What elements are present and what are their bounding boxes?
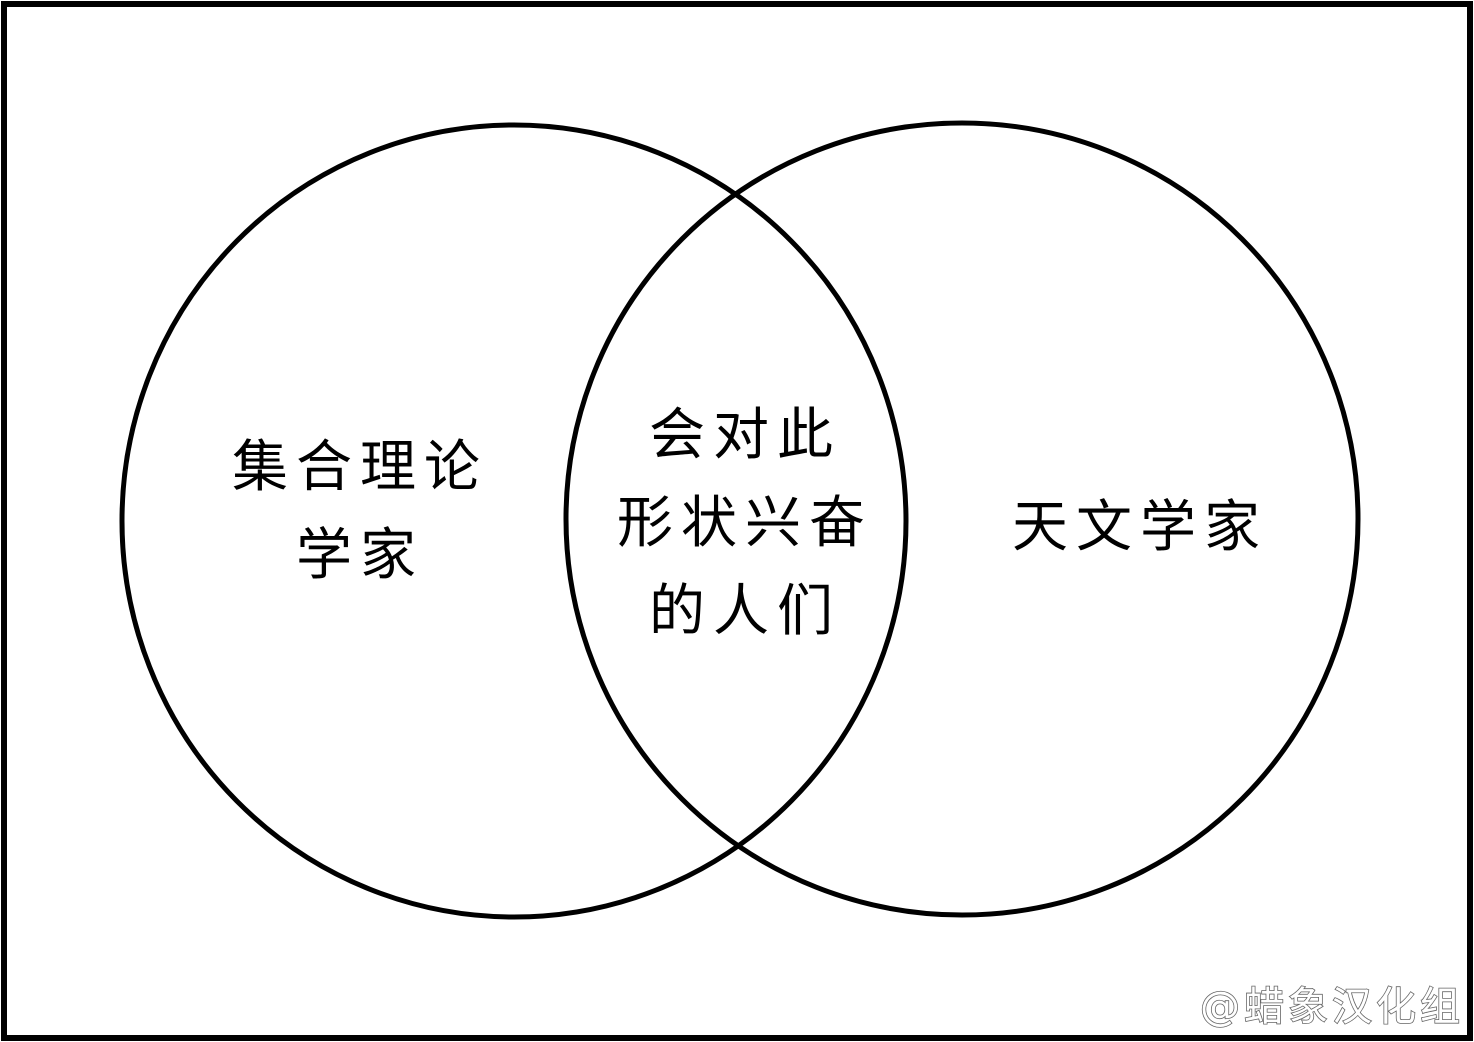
intersection-label-line: 会对此	[649, 403, 841, 468]
left-set-label-line: 集合理论	[232, 435, 488, 500]
watermark: @蜡象汉化组	[1199, 983, 1464, 1031]
right-set-label: 天文学家	[960, 484, 1320, 572]
left-set-label: 集合理论 学家	[190, 424, 530, 600]
intersection-label-line: 的人们	[649, 579, 841, 644]
right-set-circle	[563, 120, 1361, 918]
left-set-circle	[119, 122, 909, 920]
left-set-label-line: 学家	[296, 523, 424, 588]
intersection-label: 会对此 形状兴奋 的人们	[590, 392, 900, 656]
right-set-label-line: 天文学家	[1012, 495, 1268, 560]
intersection-label-line: 形状兴奋	[617, 491, 873, 556]
